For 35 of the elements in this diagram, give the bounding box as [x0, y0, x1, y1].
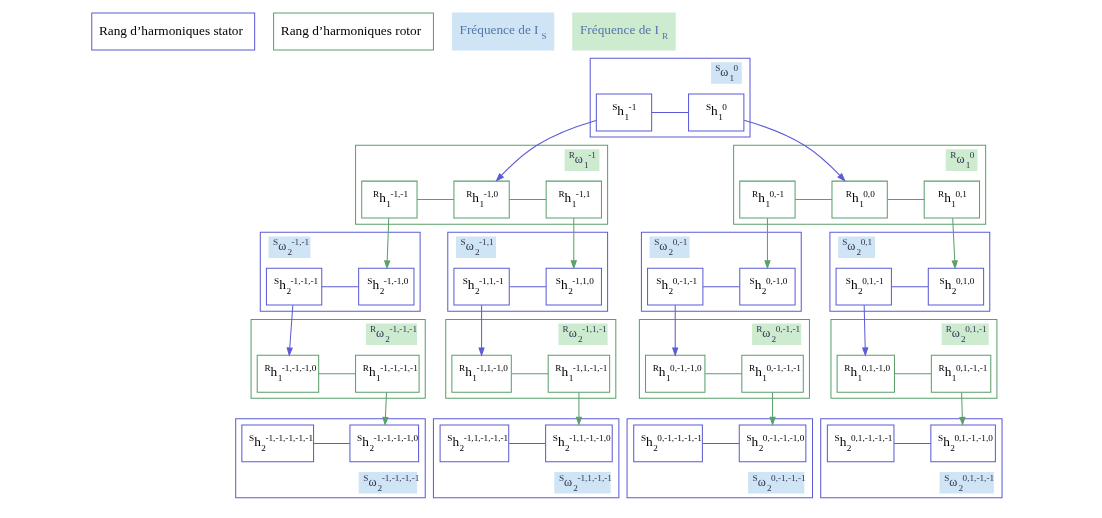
- connector: [318, 372, 356, 374]
- arrow: [769, 391, 776, 426]
- arrow: [575, 391, 583, 426]
- arrow: [382, 391, 389, 426]
- connector: [886, 198, 925, 200]
- connector: [508, 285, 547, 287]
- arrow: [743, 119, 846, 182]
- legend-label: Rang d’harmoniques stator: [98, 22, 243, 38]
- connector: [651, 111, 689, 113]
- connector: [704, 372, 743, 374]
- arrow: [764, 217, 771, 270]
- connector: [702, 285, 741, 287]
- connector: [508, 442, 546, 444]
- legend-label: Fréquence de I$_{S}$: [459, 21, 547, 41]
- arrow: [959, 391, 966, 426]
- connector: [890, 285, 929, 287]
- connector: [511, 372, 549, 374]
- arrow: [384, 217, 391, 270]
- arrow: [286, 304, 294, 357]
- connector: [894, 372, 932, 374]
- connector: [508, 198, 547, 200]
- arrow: [672, 304, 679, 357]
- legend-label: Rang d’harmoniques rotor: [280, 22, 422, 38]
- arrow: [478, 304, 485, 357]
- connector: [416, 198, 455, 200]
- connector: [702, 442, 740, 444]
- legend-label: Fréquence de I$_{R}$: [579, 21, 669, 41]
- arrow: [951, 217, 958, 270]
- arrow: [495, 119, 597, 182]
- connector: [893, 442, 932, 444]
- connector: [321, 285, 360, 287]
- connector: [313, 442, 351, 444]
- arrow: [861, 304, 869, 357]
- connector: [794, 198, 833, 200]
- arrow: [570, 217, 578, 270]
